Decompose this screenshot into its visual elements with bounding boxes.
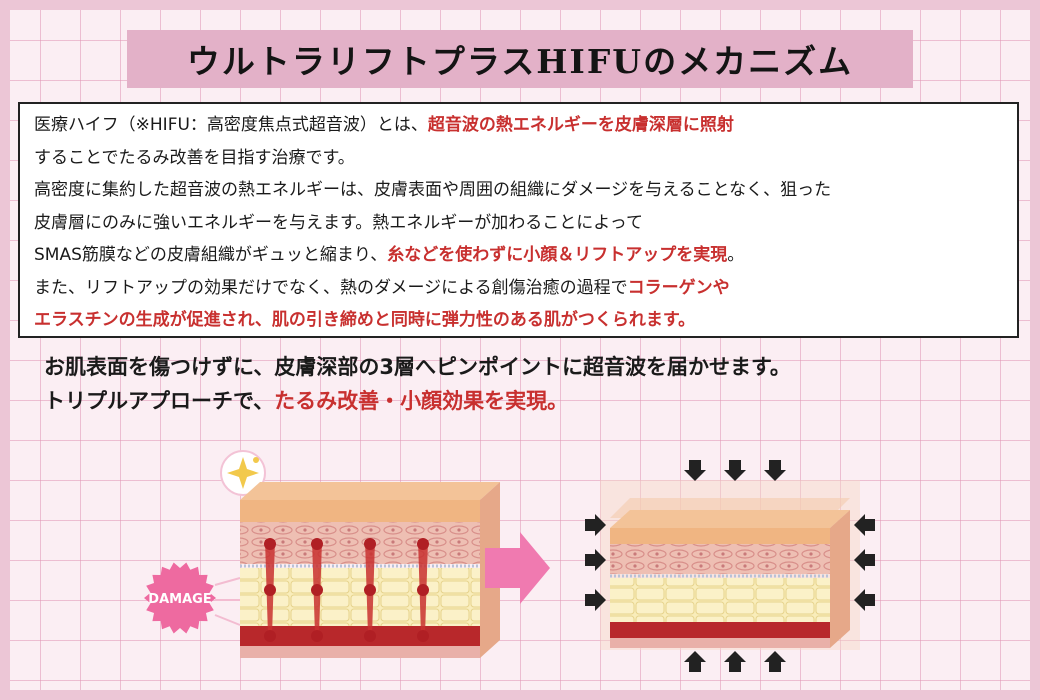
- compress-arrow-icon: [724, 651, 746, 672]
- epidermis-layer: [240, 500, 480, 522]
- lead-line-1: お肌表面を傷つけずに、皮膚深部の3層へピンポイントに超音波を届かせます。: [44, 355, 791, 379]
- compress-arrow-icon: [764, 651, 786, 672]
- smas-layer-after: [610, 622, 830, 638]
- sparkle-icon: [220, 450, 266, 496]
- compress-arrow-icon: [764, 460, 786, 481]
- focal-point: [311, 630, 323, 642]
- skin-illustration: DAMAGE: [140, 440, 900, 690]
- damage-connectors: [214, 577, 241, 626]
- focal-point: [264, 538, 276, 550]
- description-text: 。: [727, 245, 745, 265]
- focal-point: [417, 584, 429, 596]
- focal-point: [264, 584, 276, 596]
- description-line: することでたるみ改善を目指す治療です。: [34, 142, 1003, 175]
- focal-point: [364, 630, 376, 642]
- compress-arrow-icon: [854, 549, 875, 571]
- focal-point: [264, 630, 276, 642]
- description-line: SMAS筋膜などの皮膚組織がギュッと縮まり、糸などを使わずに小顔＆リフトアップを…: [34, 239, 1003, 272]
- compress-arrows: [585, 460, 875, 672]
- compress-arrow-icon: [684, 460, 706, 481]
- skin-block-before: [240, 482, 500, 658]
- description-text: 皮膚層にのみに強いエネルギーを与えます。熱エネルギーが加わることによって: [34, 212, 643, 233]
- compress-arrow-icon: [854, 514, 875, 536]
- skin-block-side-after: [830, 510, 850, 648]
- arrow-right-icon: [485, 532, 550, 604]
- title-banner: ウルトラリフトプラスHIFUのメカニズム: [127, 30, 913, 88]
- description-text: 医療ハイフ（※HIFU：高密度焦点式超音波）とは、: [34, 115, 428, 135]
- focal-point: [364, 584, 376, 596]
- description-box: 医療ハイフ（※HIFU：高密度焦点式超音波）とは、超音波の熱エネルギーを皮膚深層…: [18, 102, 1019, 338]
- damage-badge: DAMAGE: [144, 562, 216, 634]
- description-line: エラスチンの生成が促進され、肌の引き締めと同時に弾力性のある肌がつくられます。: [34, 304, 1003, 337]
- damage-label: DAMAGE: [148, 592, 211, 607]
- description-highlight: 超音波の熱エネルギーを皮膚深層に照射: [427, 115, 734, 135]
- deep-layer-after: [610, 638, 830, 648]
- deep-layer: [240, 646, 480, 658]
- description-highlight: 糸などを使わずに小顔＆リフトアップを実現: [387, 245, 728, 265]
- compress-arrow-icon: [724, 460, 746, 481]
- description-text: また、リフトアップの効果だけでなく、熱のダメージによる創傷治癒の過程で: [34, 277, 628, 298]
- focal-point: [311, 538, 323, 550]
- skin-block-after: [600, 480, 860, 650]
- compress-arrow-icon: [585, 549, 606, 571]
- lead-line-2-highlight: たるみ改善・小顔効果を実現。: [274, 389, 569, 413]
- description-highlight: エラスチンの生成が促進され、肌の引き締めと同時に弾力性のある肌がつくられます。: [34, 310, 696, 330]
- description-line: 医療ハイフ（※HIFU：高密度焦点式超音波）とは、超音波の熱エネルギーを皮膚深層…: [34, 109, 1003, 142]
- focal-point: [311, 584, 323, 596]
- skin-surface-top: [240, 482, 500, 500]
- skin-illustration-svg: DAMAGE: [144, 450, 875, 672]
- description-line: また、リフトアップの効果だけでなく、熱のダメージによる創傷治癒の過程でコラーゲン…: [34, 272, 1003, 305]
- dermis-layer-after: [610, 544, 830, 574]
- description-highlight: コラーゲンや: [627, 277, 730, 298]
- ultrasound-beams: [264, 538, 429, 642]
- compress-arrow-icon: [585, 514, 606, 536]
- dermis-layer: [240, 522, 480, 564]
- compress-arrow-icon: [854, 589, 875, 611]
- description-line: 高密度に集約した超音波の熱エネルギーは、皮膚表面や周囲の組織にダメージを与えるこ…: [34, 174, 1003, 207]
- description-text: 高密度に集約した超音波の熱エネルギーは、皮膚表面や周囲の組織にダメージを与えるこ…: [34, 180, 832, 200]
- focal-point: [417, 630, 429, 642]
- description-line: 皮膚層にのみに強いエネルギーを与えます。熱エネルギーが加わることによって: [34, 207, 1003, 240]
- compress-arrow-icon: [585, 589, 606, 611]
- lead-line-2: トリプルアプローチで、たるみ改善・小顔効果を実現。: [44, 384, 1014, 418]
- fat-layer: [240, 568, 480, 626]
- description-text: SMAS筋膜などの皮膚組織がギュッと縮まり、: [34, 245, 388, 265]
- fat-layer-after: [610, 578, 830, 622]
- skin-surface-top-after-main: [610, 510, 850, 528]
- epidermis-layer-after: [610, 528, 830, 544]
- lead-text: お肌表面を傷つけずに、皮膚深部の3層へピンポイントに超音波を届かせます。 トリプ…: [44, 350, 1014, 418]
- lead-line-2-prefix: トリプルアプローチで、: [44, 389, 275, 413]
- focal-point: [417, 538, 429, 550]
- description-text: することでたるみ改善を目指す治療です。: [34, 147, 355, 168]
- compress-arrow-icon: [684, 651, 706, 672]
- page-title: ウルトラリフトプラスHIFUのメカニズム: [186, 42, 854, 81]
- focal-point: [364, 538, 376, 550]
